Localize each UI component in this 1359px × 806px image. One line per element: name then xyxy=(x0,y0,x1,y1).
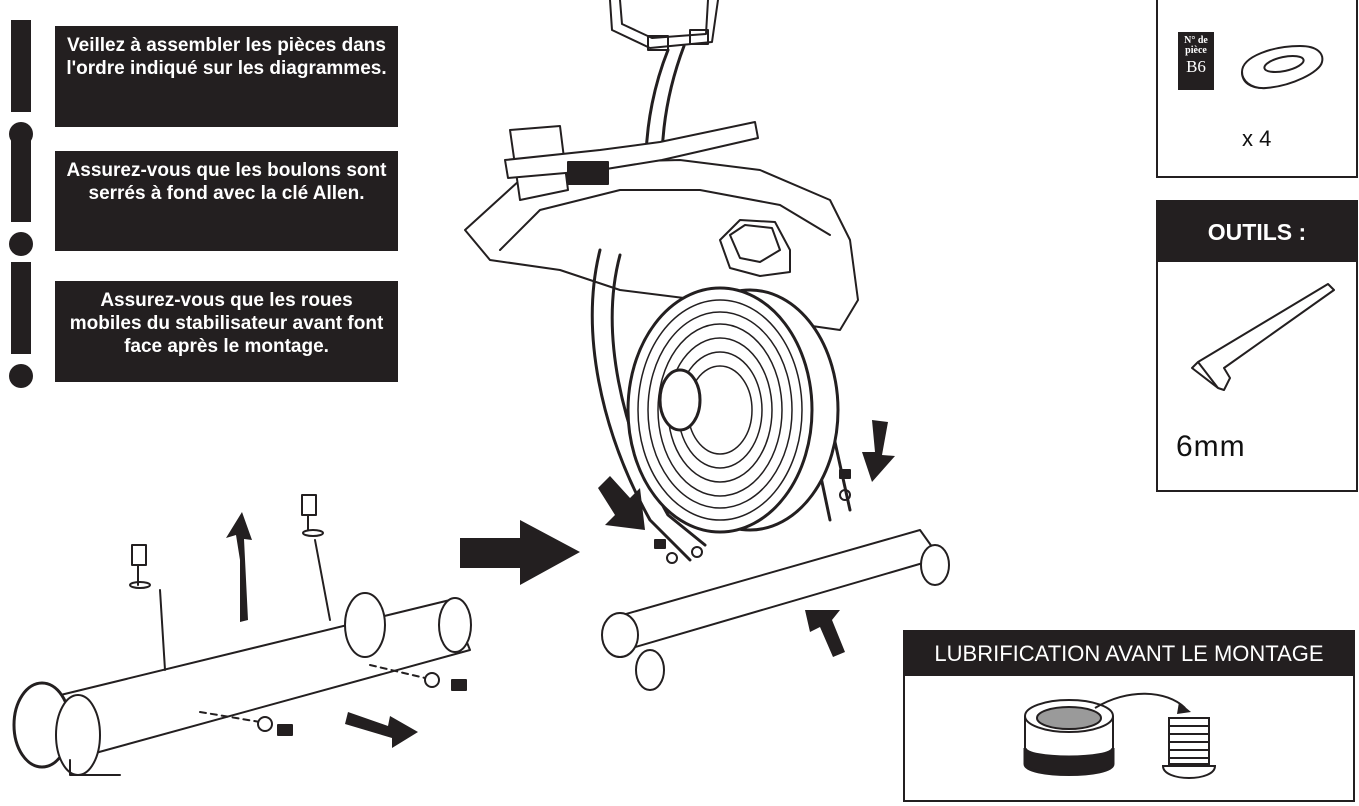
arrow-right-icon xyxy=(460,520,580,585)
lubrication-illustration xyxy=(1023,692,1217,779)
washer-icon xyxy=(1240,44,1324,90)
stabilizer-tube-icon xyxy=(12,592,472,776)
part-code: B6 xyxy=(1186,57,1206,76)
warning-note-order: Veillez à assembler les pièces dans l'or… xyxy=(55,26,398,127)
part-quantity: x 4 xyxy=(1242,126,1272,151)
lubrication-title: LUBRIFICATION AVANT LE MONTAGE xyxy=(905,632,1353,676)
arrow-up-icon xyxy=(226,512,252,622)
arrow-down-right-icon xyxy=(598,476,645,530)
tools-title: OUTILS : xyxy=(1158,202,1356,262)
part-tag-label: N° de pièce xyxy=(1184,35,1208,56)
arrow-up-left-icon xyxy=(805,610,845,657)
tools-box: OUTILS : 6mm xyxy=(1156,200,1358,492)
part-box: N° de pièce B6 x 4 xyxy=(1156,0,1358,178)
bolt-icon xyxy=(129,494,331,671)
assembled-stabilizer-icon xyxy=(601,529,950,691)
allen-key-icon xyxy=(1191,283,1335,391)
part-number-tag: N° de pièce B6 xyxy=(1178,32,1214,90)
arrow-down-icon xyxy=(862,420,895,482)
lubrication-box: LUBRIFICATION AVANT LE MONTAGE xyxy=(903,630,1355,802)
console-icon xyxy=(609,0,719,51)
warning-note-bolts: Assurez-vous que les boulons sont serrés… xyxy=(55,151,398,251)
warning-note-wheels: Assurez-vous que les roues mobiles du st… xyxy=(55,281,398,382)
arrow-down-right-small-icon xyxy=(345,712,418,748)
tool-size: 6mm xyxy=(1176,430,1246,463)
